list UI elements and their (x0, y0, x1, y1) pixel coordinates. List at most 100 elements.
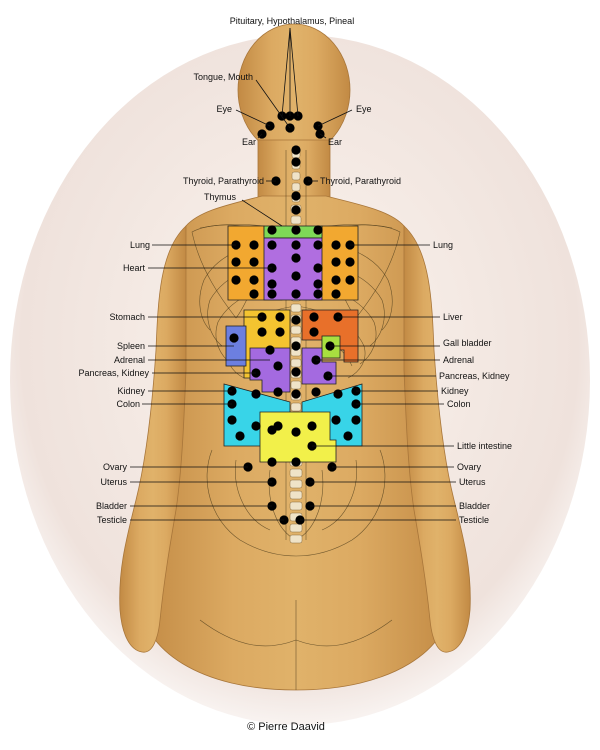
reflex-dot (291, 191, 301, 201)
label-uterus-left: Uterus (100, 477, 127, 487)
reflex-dot (229, 333, 239, 343)
reflex-dot (291, 205, 301, 215)
adrenal-zone-left (249, 347, 291, 393)
vertebra (290, 215, 302, 225)
label-heart: Heart (123, 263, 146, 273)
reflex-dot (291, 253, 301, 263)
reflex-dot (267, 240, 277, 250)
reflex-dot (291, 341, 301, 351)
label-kidney-left: Kidney (117, 386, 145, 396)
label-thyroid-right: Thyroid, Parathyroid (320, 176, 401, 186)
vertebra (289, 501, 303, 511)
reflex-dot (313, 225, 323, 235)
body-silhouette (119, 23, 471, 691)
label-stomach: Stomach (109, 312, 145, 322)
reflex-dot (275, 327, 285, 337)
label-colon-right: Colon (447, 399, 471, 409)
vertebra (291, 182, 301, 192)
reflex-dot (227, 415, 237, 425)
reflex-dot (291, 427, 301, 437)
reflex-dot (275, 312, 285, 322)
reflex-dot (273, 361, 283, 371)
left-arm (119, 225, 187, 653)
reflex-dot (313, 289, 323, 299)
label-ovary-right: Ovary (457, 462, 482, 472)
vertebra (289, 534, 303, 544)
reflex-dot (267, 279, 277, 289)
label-gall-bladder: Gall bladder (443, 338, 492, 348)
reflex-dot (267, 457, 277, 467)
reflex-dot (251, 421, 261, 431)
vertebra (290, 303, 302, 313)
reflex-dot (231, 275, 241, 285)
reflex-dot (291, 315, 301, 325)
label-pituitary: Pituitary, Hypothalamus, Pineal (230, 16, 354, 26)
label-little-intestine: Little intestine (457, 441, 512, 451)
label-liver: Liver (443, 312, 463, 322)
label-adrenal-right: Adrenal (443, 355, 474, 365)
reflex-dot (249, 257, 259, 267)
label-eye-left: Eye (216, 104, 232, 114)
reflex-dot (291, 289, 301, 299)
reflex-dot (331, 257, 341, 267)
reflex-dot (309, 312, 319, 322)
vertebra (290, 325, 302, 335)
reflex-dot (291, 457, 301, 467)
vertebra (290, 402, 302, 412)
label-bladder-left: Bladder (96, 501, 127, 511)
label-adrenal-left: Adrenal (114, 355, 145, 365)
reflex-dot (291, 271, 301, 281)
label-testicle-left: Testicle (97, 515, 127, 525)
reflex-dot (267, 425, 277, 435)
label-uterus-right: Uterus (459, 477, 486, 487)
reflex-dot (313, 263, 323, 273)
reflex-dots (227, 111, 361, 525)
vertebra (289, 468, 303, 478)
buttock-curves (199, 619, 393, 647)
copyright-credit: © Pierre Daavid (247, 721, 325, 733)
vertebra (289, 490, 303, 500)
reflex-dot (313, 279, 323, 289)
label-tongue-mouth: Tongue, Mouth (193, 72, 253, 82)
reflex-dot (267, 289, 277, 299)
labels: Pituitary, Hypothalamus, Pineal Tongue, … (78, 16, 512, 525)
reflex-dot (231, 257, 241, 267)
label-kidney-right: Kidney (441, 386, 469, 396)
little-intestine-zone (259, 411, 337, 463)
label-testicle-right: Testicle (459, 515, 489, 525)
label-lung-left: Lung (130, 240, 150, 250)
reflex-dot (291, 157, 301, 167)
reflex-dot (249, 289, 259, 299)
reflex-dot (333, 389, 343, 399)
reflex-dot (291, 145, 301, 155)
reflex-dot (235, 431, 245, 441)
leader-lines (130, 27, 456, 521)
vertebra (289, 479, 303, 489)
reflex-dot (343, 431, 353, 441)
label-thyroid-left: Thyroid, Parathyroid (183, 176, 264, 186)
vertebra (290, 380, 302, 390)
reflex-dot (251, 389, 261, 399)
reflex-dot (331, 415, 341, 425)
reflex-dot (345, 275, 355, 285)
reflex-dot (307, 421, 317, 431)
label-pancreas-kidney-left: Pancreas, Kidney (78, 368, 149, 378)
label-eye-right: Eye (356, 104, 372, 114)
label-ovary-left: Ovary (103, 462, 128, 472)
reflex-dot (273, 387, 283, 397)
reflex-dot (345, 257, 355, 267)
reflex-dot (331, 289, 341, 299)
reflex-dot (313, 240, 323, 250)
right-arm (403, 225, 471, 653)
reflex-dot (291, 367, 301, 377)
reflex-dot (291, 240, 301, 250)
reflex-dot (331, 275, 341, 285)
reflex-dot (309, 327, 319, 337)
reflex-dot (267, 225, 277, 235)
reflex-dot (249, 275, 259, 285)
reflex-dot (351, 415, 361, 425)
reflex-dot (291, 389, 301, 399)
label-spleen: Spleen (117, 341, 145, 351)
label-ear-right: Ear (328, 137, 342, 147)
